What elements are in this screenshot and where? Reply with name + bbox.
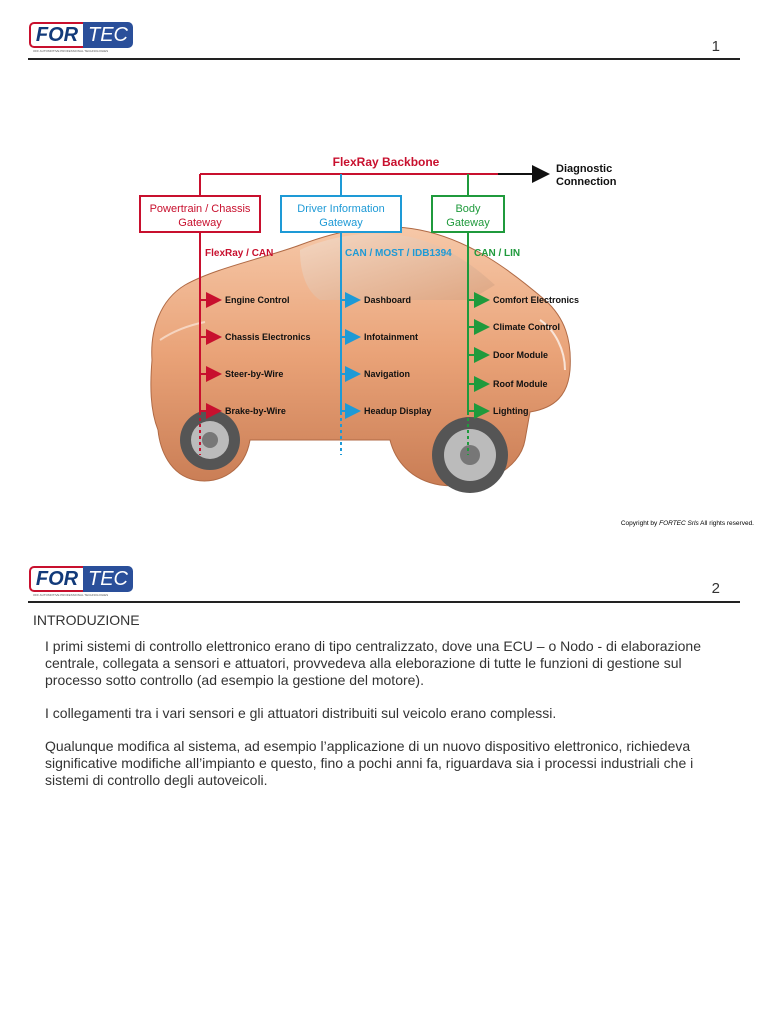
paragraph-3: Qualunque modifica al sistema, ad esempi… [45,738,694,788]
item-brake-by-wire: Brake-by-Wire [225,406,286,416]
header-rule [28,58,740,60]
slide-1: FOR TEC OFF AUTOMOTIVE PROFESSIONAL TECH… [28,22,754,527]
item-door-module: Door Module [493,350,548,360]
fortec-logo: FOR TEC OFF AUTOMOTIVE PROFESSIONAL TECH… [29,566,133,597]
diagnostic-label-line2: Connection [556,176,617,188]
logo-for-text: FOR [29,22,83,48]
item-navigation: Navigation [364,369,410,379]
body-gateway-line1: Body [455,203,481,215]
item-climate-control: Climate Control [493,322,560,332]
section-heading: INTRODUZIONE [33,612,140,628]
backbone-label: FlexRay Backbone [333,155,440,169]
header-rule [28,601,740,603]
logo-tagline: OFF AUTOMOTIVE PROFESSIONAL TECHNOLOGIES [33,593,109,597]
page-number: 2 [711,580,720,597]
item-dashboard: Dashboard [364,295,411,305]
page-number: 1 [711,38,720,55]
item-lighting: Lighting [493,406,529,416]
logo-for-text: FOR [29,566,83,592]
item-steer-by-wire: Steer-by-Wire [225,369,283,379]
copyright-brand: FORTEC Srls [659,520,699,527]
body-gateway-box [431,195,505,233]
logo-tagline: OFF AUTOMOTIVE PROFESSIONAL TECHNOLOGIES [33,49,109,53]
item-chassis-electronics: Chassis Electronics [225,332,311,342]
body-bus-label: CAN / LIN [474,248,520,259]
driver-gateway-line2: Gateway [319,217,363,229]
item-roof-module: Roof Module [493,379,548,389]
fortec-logo: FOR TEC OFF AUTOMOTIVE PROFESSIONAL TECH… [29,22,133,53]
powertrain-gateway-line1: Powertrain / Chassis [150,203,251,215]
body-text: I primi sistemi di controllo elettronico… [45,638,705,805]
powertrain-gateway-box [139,195,261,233]
item-headup-display: Headup Display [364,406,432,416]
driver-gateway-line1: Driver Information [297,203,384,215]
item-comfort-electronics: Comfort Electronics [493,295,579,305]
driver-bus-label: CAN / MOST / IDB1394 [345,248,452,259]
item-infotainment: Infotainment [364,332,418,342]
flexray-network-diagram: FlexRay Backbone Diagnostic Connection P… [139,155,617,493]
paragraph-2: I collegamenti tra i vari sensori e gli … [45,705,557,721]
powertrain-bus-label: FlexRay / CAN [205,248,273,259]
diagnostic-label-line1: Diagnostic [556,163,612,175]
item-engine-control: Engine Control [225,295,290,305]
copyright-suffix: All rights reserved. [698,520,754,527]
powertrain-gateway-line2: Gateway [178,217,222,229]
copyright-prefix: Copyright by [620,520,660,527]
copyright-notice: Copyright by FORTEC Srls All rights rese… [621,520,754,527]
body-gateway-line2: Gateway [446,217,490,229]
logo-tec-text: TEC [83,22,133,48]
paragraph-1: I primi sistemi di controllo elettronico… [45,638,702,688]
logo-tec-text: TEC [83,566,133,592]
slide-2: FOR TEC OFF AUTOMOTIVE PROFESSIONAL TECH… [0,556,768,1024]
driver-gateway-box [280,195,402,233]
